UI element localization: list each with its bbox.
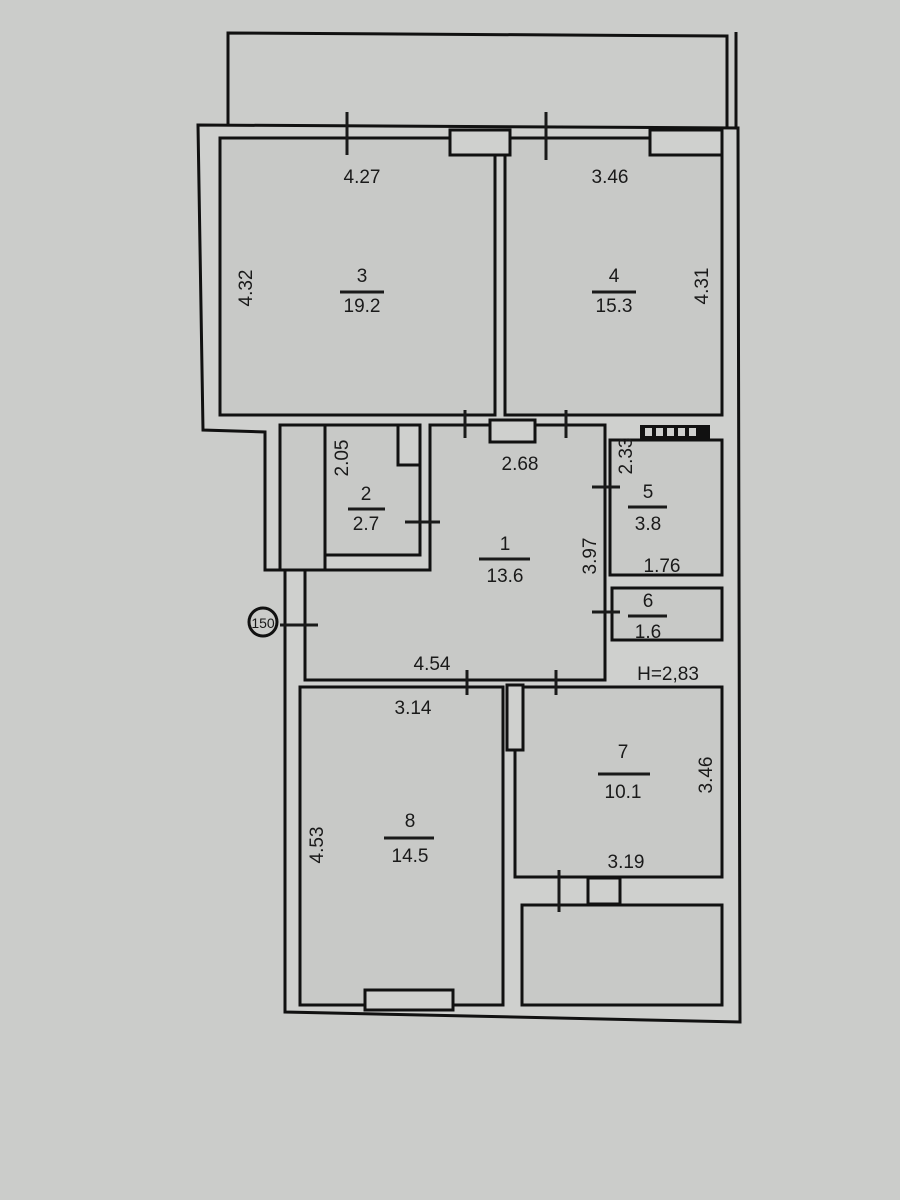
- room-1-label: 1 13.6: [479, 534, 530, 587]
- room-4: [503, 136, 724, 417]
- room-4-label: 4 15.3: [592, 266, 636, 317]
- room-1: [303, 423, 607, 682]
- axis-marker-circle: [247, 606, 279, 638]
- room-number: 7: [618, 742, 629, 763]
- room-area: 2.7: [353, 514, 379, 535]
- room-8-label: 8 14.5: [384, 811, 434, 867]
- room-3-label: 3 19.2: [340, 266, 384, 317]
- dim-room1-depth: 3.97: [580, 538, 601, 575]
- window-room3: [448, 128, 512, 157]
- room-area: 10.1: [605, 782, 642, 803]
- dim-room4-width: 3.46: [592, 167, 629, 188]
- dim-room3-depth: 4.32: [236, 270, 257, 307]
- room-7: [513, 685, 724, 879]
- partition-stub: [505, 683, 525, 752]
- shaft-room2: [396, 423, 422, 467]
- corridor: [278, 423, 327, 572]
- room-8: [298, 685, 505, 1007]
- room-area: 15.3: [596, 296, 633, 317]
- room-number: 6: [643, 591, 654, 612]
- room-3: [218, 136, 497, 417]
- room-6: [610, 586, 724, 642]
- room-number: 1: [500, 534, 511, 555]
- window-room8: [363, 988, 455, 1012]
- dim-room1-width-bottom: 4.54: [414, 654, 451, 675]
- bottom-balcony: [520, 903, 724, 1007]
- room-number: 3: [357, 266, 368, 287]
- window-room4: [648, 128, 724, 157]
- dim-room3-width: 4.27: [344, 167, 381, 188]
- top-balcony: [226, 31, 729, 128]
- room-area: 1.6: [635, 622, 661, 643]
- room-number: 5: [643, 482, 654, 503]
- dim-room5-depth: 2.33: [616, 438, 637, 475]
- dim-room8-width: 3.14: [395, 698, 432, 719]
- dim-room7-depth: 3.46: [696, 757, 717, 794]
- room-area: 13.6: [487, 566, 524, 587]
- room-area: 19.2: [344, 296, 381, 317]
- dim-room5-width: 1.76: [644, 556, 681, 577]
- dim-room2-depth: 2.05: [332, 440, 353, 477]
- room-number: 8: [405, 811, 416, 832]
- room-7-label: 7 10.1: [598, 742, 650, 803]
- dim-room7-width: 3.19: [608, 852, 645, 873]
- room-number: 2: [361, 484, 372, 505]
- dim-room4-depth: 4.31: [692, 268, 713, 305]
- dim-room8-depth: 4.53: [307, 827, 328, 864]
- room-area: 3.8: [635, 514, 661, 535]
- room-area: 14.5: [392, 846, 429, 867]
- room-6-label: 6 1.6: [628, 591, 667, 643]
- axis-marker-label: 150: [251, 615, 275, 631]
- door-marks: [280, 112, 620, 912]
- room-5-label: 5 3.8: [628, 482, 667, 535]
- ceiling-height: H=2,83: [637, 664, 699, 685]
- vent-shaft: [488, 418, 537, 444]
- room-2-label: 2 2.7: [348, 484, 385, 535]
- dim-room1-width-top: 2.68: [502, 454, 539, 475]
- room-number: 4: [609, 266, 620, 287]
- balcony-door: [586, 876, 622, 906]
